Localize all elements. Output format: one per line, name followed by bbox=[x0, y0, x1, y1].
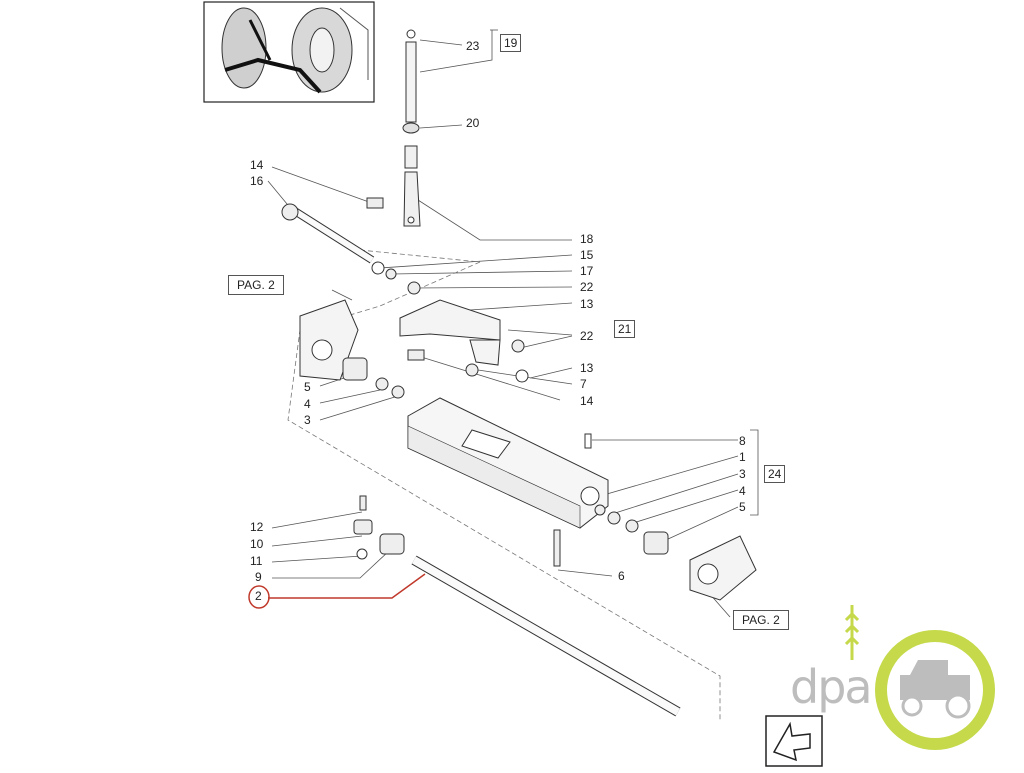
part-rod bbox=[402, 29, 421, 227]
part-lower-set bbox=[353, 495, 561, 567]
callout-4-right: 4 bbox=[739, 484, 746, 498]
callout-3-left: 3 bbox=[304, 413, 311, 427]
callout-6: 6 bbox=[618, 569, 625, 583]
callout-1: 1 bbox=[739, 450, 746, 464]
callout-14-top: 14 bbox=[250, 158, 264, 172]
callout-11: 11 bbox=[250, 554, 263, 568]
callout-16: 16 bbox=[250, 174, 264, 188]
callout-18: 18 bbox=[580, 232, 594, 246]
callout-23: 23 bbox=[466, 39, 480, 53]
callout-12: 12 bbox=[250, 520, 264, 534]
callout-20: 20 bbox=[466, 116, 480, 130]
page-ref-right[interactable]: PAG. 2 bbox=[733, 610, 789, 630]
callout-13-mid: 13 bbox=[580, 361, 594, 375]
part-bracket bbox=[399, 299, 529, 383]
next-page-arrow-icon[interactable] bbox=[765, 715, 823, 767]
callout-13-top: 13 bbox=[580, 297, 594, 311]
part-bushings-left bbox=[299, 299, 405, 399]
callout-19: 19 bbox=[500, 34, 522, 52]
callout-17: 17 bbox=[580, 264, 594, 278]
callout-2[interactable]: 2 bbox=[255, 589, 262, 603]
callout-5-left: 5 bbox=[304, 380, 311, 394]
callout-7: 7 bbox=[580, 377, 587, 391]
callout-4-left: 4 bbox=[304, 397, 311, 411]
logo-text: dpa bbox=[790, 660, 873, 714]
callout-22-top: 22 bbox=[580, 280, 594, 294]
callout-14-mid: 14 bbox=[580, 394, 594, 408]
callout-8: 8 bbox=[739, 434, 746, 448]
part-shaft bbox=[411, 555, 681, 717]
callout-3-right: 3 bbox=[739, 467, 746, 481]
dpa-logo bbox=[844, 605, 995, 750]
tractor-thumbnail[interactable] bbox=[203, 1, 375, 103]
callout-5-right: 5 bbox=[739, 500, 746, 514]
part-bushings-right bbox=[607, 511, 757, 601]
callout-24: 24 bbox=[764, 465, 786, 483]
page-ref-left[interactable]: PAG. 2 bbox=[228, 275, 284, 295]
callout-9: 9 bbox=[255, 570, 262, 584]
part-housing bbox=[407, 397, 609, 529]
callout-10: 10 bbox=[250, 537, 264, 551]
callout-15: 15 bbox=[580, 248, 594, 262]
part-bolts bbox=[281, 197, 421, 295]
callout-22-mid: 22 bbox=[580, 329, 594, 343]
callout-21: 21 bbox=[614, 320, 636, 338]
